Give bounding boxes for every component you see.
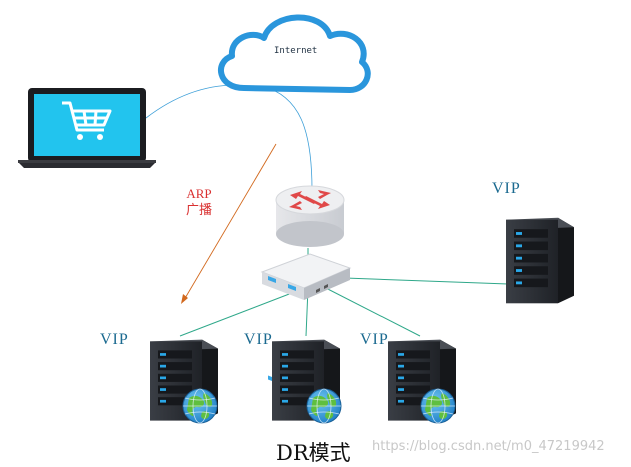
server-icon-2 [272,339,342,424]
globe-icon [420,388,456,424]
switch-server1-link [179,285,311,337]
switch-server3-link [317,283,421,337]
server-icon-top-right [506,217,574,304]
arp-label-line2: 广播 [186,202,213,217]
watermark: https://blog.csdn.net/m0_47219942 [372,439,605,454]
arp-label-line1: ARP [186,186,212,201]
cloud-icon [218,14,371,93]
globe-icon [306,388,342,424]
vip-label-server2: VIP [244,331,273,348]
switch-server-top-link [344,277,509,285]
server-icon-3 [388,339,456,424]
server-icon-1 [150,339,218,424]
arp-broadcast-arrow [181,143,277,304]
laptop-cart-icon [18,88,156,168]
switch-icon [260,253,352,382]
cloud-label: Internet [274,46,318,56]
laptop-internet-link [145,84,251,119]
router-icon [275,185,345,247]
arp-broadcast-label: ARP 广播 [186,186,212,218]
globe-icon [182,388,218,424]
internet-router-link [261,85,313,191]
diagram-caption: DR模式 [276,441,351,465]
vip-label-top-right: VIP [492,180,521,197]
vip-label-server1: VIP [100,331,129,348]
vip-label-server3: VIP [360,331,389,348]
